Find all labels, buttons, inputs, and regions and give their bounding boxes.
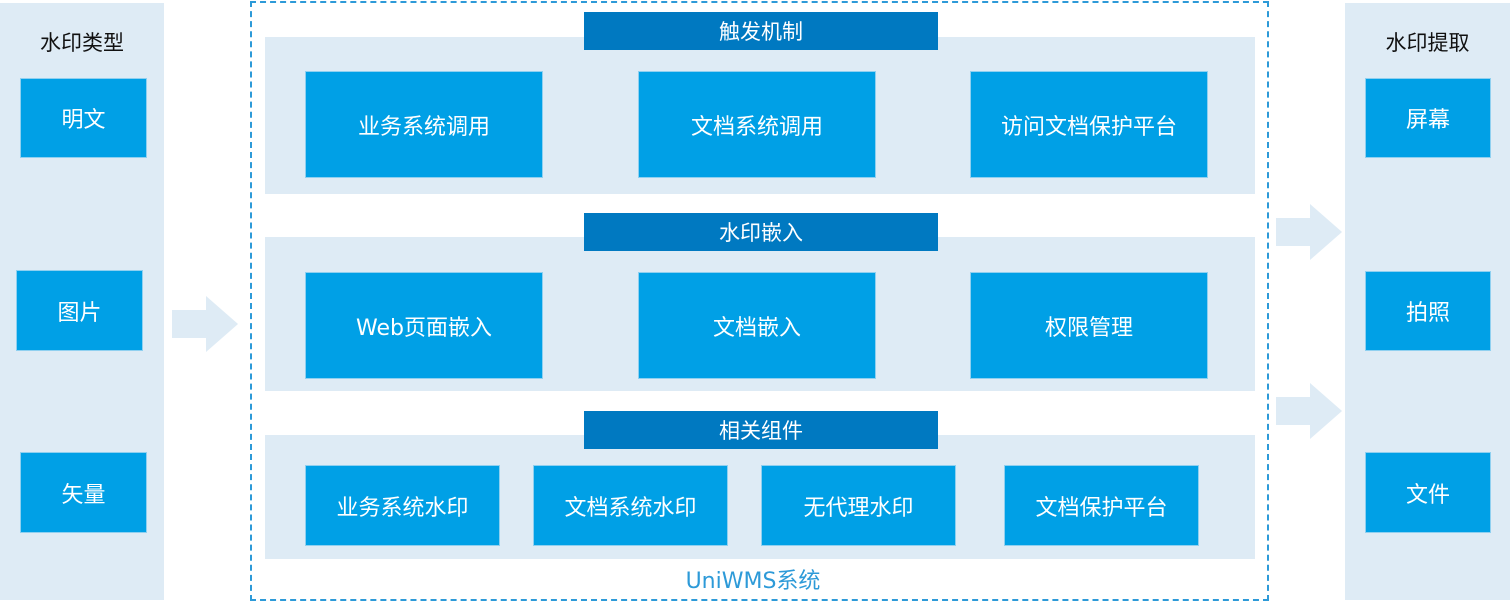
trigger-item: 业务系统调用 [305, 71, 543, 178]
component-item: 业务系统水印 [305, 465, 500, 546]
embed-item: 权限管理 [970, 272, 1208, 379]
component-item: 文档系统水印 [533, 465, 728, 546]
extract-screen: 屏幕 [1365, 78, 1491, 158]
watermark-type-title: 水印类型 [40, 31, 124, 55]
extract-photo: 拍照 [1365, 271, 1491, 351]
embed-header: 水印嵌入 [584, 213, 938, 251]
trigger-item: 访问文档保护平台 [970, 71, 1208, 178]
trigger-item: 文档系统调用 [638, 71, 876, 178]
uniwms-system-label: UniWMS系统 [685, 569, 821, 594]
watermark-extract-title: 水印提取 [1385, 31, 1470, 55]
embed-item: 文档嵌入 [638, 272, 876, 379]
components-header: 相关组件 [584, 411, 938, 449]
arrow-right-icon [1276, 383, 1342, 439]
uniwms-system-border [250, 1, 1269, 601]
type-image: 图片 [16, 270, 143, 351]
component-item: 文档保护平台 [1004, 465, 1199, 546]
component-item: 无代理水印 [761, 465, 956, 546]
type-vector: 矢量 [20, 452, 147, 533]
arrow-right-icon [1276, 204, 1342, 260]
type-plaintext: 明文 [20, 78, 147, 158]
extract-file: 文件 [1365, 452, 1491, 533]
trigger-header: 触发机制 [584, 12, 938, 50]
arrow-right-icon [172, 296, 238, 352]
embed-item: Web页面嵌入 [305, 272, 543, 379]
